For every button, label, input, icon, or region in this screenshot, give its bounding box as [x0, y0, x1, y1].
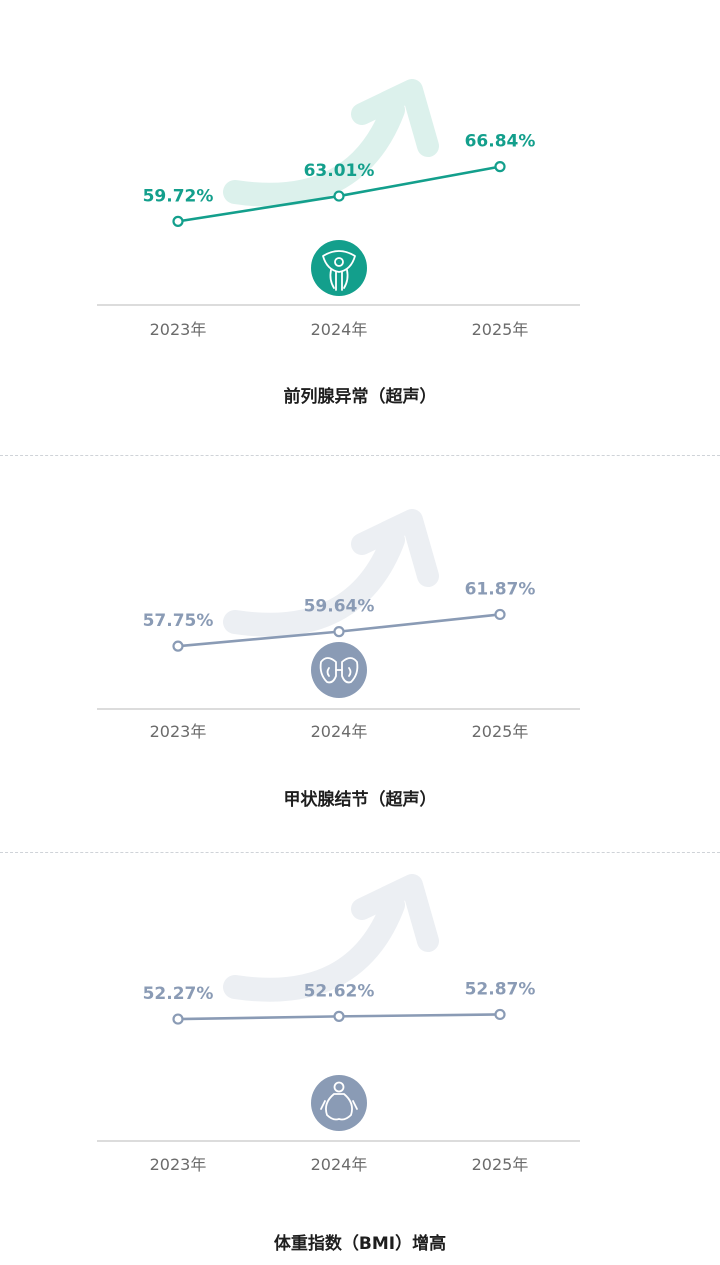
x-tick-label: 2025年 — [472, 722, 529, 741]
data-label: 57.75% — [143, 611, 214, 631]
data-point — [494, 161, 506, 173]
chart-panel-prostate: 59.72% 2023年 63.01% 2024年 66.84% 2025年 前列腺异常（… — [0, 0, 720, 440]
chart-panel-thyroid: 57.75% 2023年 59.64% 2024年 61.87% 2025年 甲状腺结节（… — [0, 425, 720, 865]
x-tick-label: 2023年 — [150, 722, 207, 741]
x-tick-label: 2024年 — [311, 1155, 368, 1174]
data-label: 52.87% — [465, 979, 536, 999]
chart-title: 前列腺异常（超声） — [283, 387, 437, 407]
data-point — [333, 626, 345, 638]
data-point — [172, 215, 184, 227]
data-label: 61.87% — [465, 579, 536, 599]
x-tick-label: 2025年 — [472, 1155, 529, 1174]
data-point — [333, 1010, 345, 1022]
x-tick-label: 2025年 — [472, 320, 529, 339]
data-label: 52.27% — [143, 984, 214, 1004]
section-divider — [0, 852, 720, 853]
data-point — [172, 1013, 184, 1025]
chart-svg-thyroid: 57.75% 2023年 59.64% 2024年 61.87% 2025年 — [97, 509, 580, 741]
section-divider — [0, 455, 720, 456]
data-point — [172, 640, 184, 652]
x-tick-label: 2024年 — [311, 722, 368, 741]
icon-badge-circle — [311, 1075, 367, 1131]
icon-badge — [311, 642, 367, 698]
chart-title: 甲状腺结节（超声） — [283, 790, 437, 810]
body-weight-icon — [320, 1081, 358, 1121]
data-label: 63.01% — [304, 161, 375, 181]
data-point — [333, 190, 345, 202]
data-label: 66.84% — [465, 132, 536, 152]
thyroid-icon — [319, 657, 359, 684]
x-tick-label: 2023年 — [150, 320, 207, 339]
chart-title: 体重指数（BMI）增高 — [273, 1234, 447, 1254]
trend-arrow — [223, 79, 439, 207]
data-label: 59.72% — [143, 186, 214, 206]
x-tick-label: 2024年 — [311, 320, 368, 339]
x-tick-label: 2023年 — [150, 1155, 207, 1174]
chart-svg-prostate: 59.72% 2023年 63.01% 2024年 66.84% 2025年 — [97, 79, 580, 339]
trend-arrow — [223, 509, 439, 637]
prostate-icon — [322, 250, 356, 291]
data-point — [494, 608, 506, 621]
data-label: 52.62% — [304, 981, 375, 1001]
icon-badge — [311, 1075, 367, 1131]
trend-arrow — [223, 874, 439, 1002]
icon-badge-circle — [311, 240, 367, 296]
chart-svg-bmi: 52.27% 2023年 52.62% 2024年 52.87% 2025年 — [97, 874, 580, 1174]
data-point — [494, 1008, 506, 1021]
chart-panel-bmi: 52.27% 2023年 52.62% 2024年 52.87% 2025年 体重指数（B… — [0, 855, 720, 1265]
data-label: 59.64% — [304, 597, 375, 617]
icon-badge — [311, 240, 367, 296]
